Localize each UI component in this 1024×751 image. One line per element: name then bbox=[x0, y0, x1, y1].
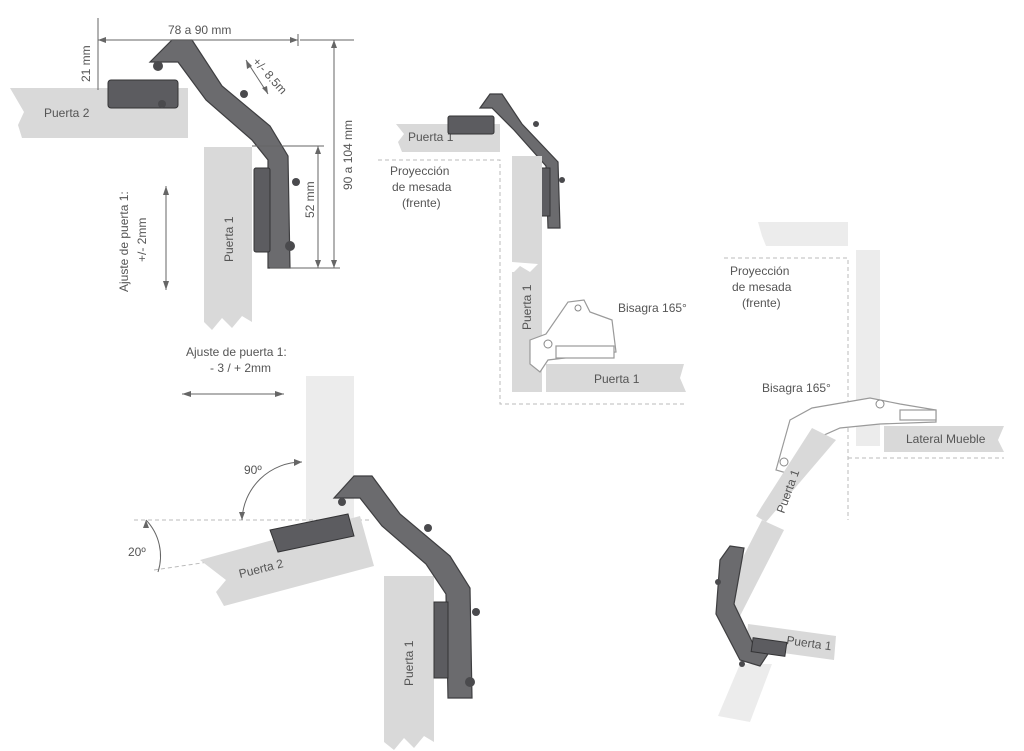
hinge-screw bbox=[240, 90, 248, 98]
dim-52-label: 52 mm bbox=[303, 181, 317, 218]
dim-width-label: 78 a 90 mm bbox=[168, 23, 231, 37]
hinge-screw bbox=[292, 178, 300, 186]
projection-label-2: de mesada bbox=[732, 280, 792, 294]
diagram-right: Proyección de mesada (frente) Lateral Mu… bbox=[715, 222, 1004, 722]
hinge-165-label: Bisagra 165° bbox=[762, 381, 831, 395]
door-1-side-label: Puerta 1 bbox=[520, 284, 534, 330]
door-2-label: Puerta 2 bbox=[44, 106, 90, 120]
door-1-label: Puerta 1 bbox=[222, 216, 236, 262]
projection-label-1: Proyección bbox=[730, 264, 789, 278]
door-1-bottom-panel bbox=[546, 364, 686, 392]
door-1-panel bbox=[204, 147, 252, 330]
projection-label-1: Proyección bbox=[390, 164, 449, 178]
adjust-horizontal-label-1: Ajuste de puerta 1: bbox=[186, 345, 287, 359]
hinge-screw bbox=[285, 241, 295, 251]
side-panel-label: Lateral Mueble bbox=[906, 432, 986, 446]
angle-20-label: 20º bbox=[128, 545, 146, 559]
side-panel bbox=[884, 426, 1004, 452]
door-1-bottom-label: Puerta 1 bbox=[786, 633, 833, 653]
diagram-top-left: Puerta 2 Puerta 1 78 a 90 mm 21 mm +/- 8… bbox=[10, 18, 355, 397]
door-1-top-label: Puerta 1 bbox=[408, 130, 454, 144]
dim-height-label: 90 a 104 mm bbox=[341, 120, 355, 190]
hinge-plate-door-1 bbox=[253, 167, 271, 253]
hinge-screw bbox=[158, 100, 166, 108]
hinge-165-label: Bisagra 165° bbox=[618, 301, 687, 315]
diagram-bottom-left: 90º 20º Puerta 2 Puerta 1 bbox=[128, 376, 480, 750]
hinge-cup-door-2 bbox=[107, 79, 179, 109]
top-ghost-panel bbox=[758, 222, 848, 246]
projection-label-3: (frente) bbox=[742, 296, 781, 310]
diagram-top-middle: Puerta 1 Proyección de mesada (frente) P… bbox=[378, 93, 687, 405]
adjust-vertical-label-2: +/- 2mm bbox=[135, 218, 149, 262]
adjust-horizontal-label-2: - 3 / + 2mm bbox=[210, 361, 271, 375]
angle-90-label: 90º bbox=[244, 463, 262, 477]
door-1-bottom-label: Puerta 1 bbox=[594, 372, 640, 386]
door-1-bottom-ghost bbox=[718, 664, 772, 722]
hinge-165 bbox=[529, 299, 617, 373]
door-1-diag-panel bbox=[756, 428, 836, 522]
hinge-screw bbox=[153, 61, 163, 71]
door-1-label: Puerta 1 bbox=[402, 640, 416, 686]
adjust-vertical-label-1: Ajuste de puerta 1: bbox=[117, 191, 131, 292]
door-1-panel bbox=[384, 576, 434, 750]
dim-21-label: 21 mm bbox=[79, 45, 93, 82]
projection-label-3: (frente) bbox=[402, 196, 441, 210]
projection-label-2: de mesada bbox=[392, 180, 452, 194]
